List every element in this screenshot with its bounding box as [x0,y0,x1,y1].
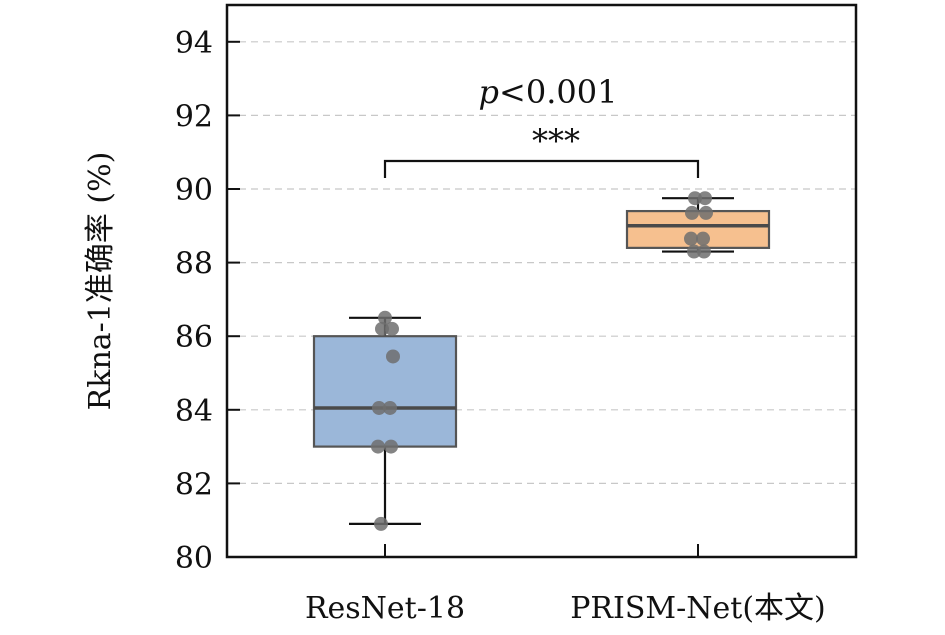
data-point [688,191,702,206]
data-point [684,231,698,246]
significance-annotation: *** p<0.001 [383,73,700,178]
y-tick-label: 84 [175,394,213,429]
iqr-box [312,335,458,448]
data-point [685,205,699,220]
data-point [372,400,386,415]
y-tick-label: 80 [175,541,213,576]
y-tick-label: 92 [175,99,213,134]
data-point [383,400,397,415]
data-point [687,244,701,259]
significance-stars: *** [532,122,580,160]
y-tick-label: 94 [175,26,213,61]
y-axis-title: Rkna-1准确率 (%) [83,152,118,411]
p-symbol: p [479,73,499,111]
data-point [385,321,399,336]
x-tick-label: PRISM-Net(本文) [570,591,826,626]
x-tick-label: ResNet-18 [305,591,465,626]
data-point [371,439,385,454]
significance-bracket [383,159,700,178]
y-tick-label: 86 [175,320,213,355]
data-point [374,516,388,531]
y-tick-label: 90 [175,173,213,208]
y-tick-label: 82 [175,467,213,502]
box-resnet18 [312,316,458,525]
data-point [698,191,712,206]
data-point [699,205,713,220]
data-point [386,349,400,364]
data-point [375,321,389,336]
grid-lines [227,41,856,484]
data-point [384,439,398,454]
data-point [697,244,711,259]
data-point [378,310,392,325]
data-points [371,191,713,531]
p-threshold: <0.001 [499,73,617,111]
y-axis-ticks: 80 82 84 86 88 90 92 94 [175,26,240,576]
p-value-label: p<0.001 [479,73,618,111]
plot-frame [225,3,858,559]
y-tick-label: 88 [175,247,213,282]
data-point [696,231,710,246]
x-axis-ticks: ResNet-18 PRISM-Net(本文) [305,544,826,626]
